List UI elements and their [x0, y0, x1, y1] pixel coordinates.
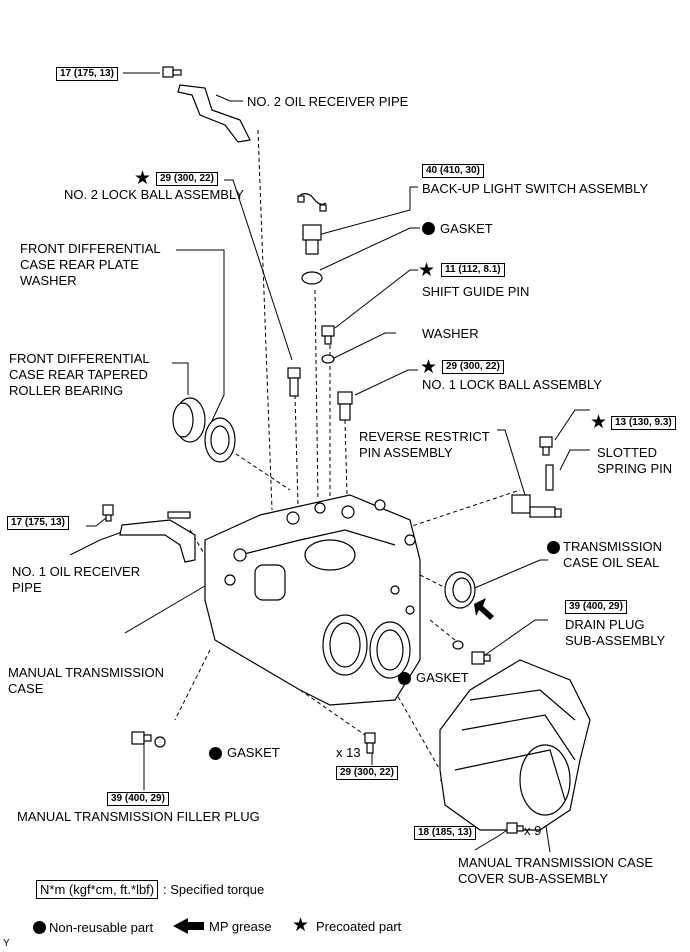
rear-plate-washer-icon [204, 417, 236, 463]
label-front-diff-washer: FRONT DIFFERENTIAL [20, 241, 161, 256]
star-icon: ★ [134, 168, 152, 189]
slotted-pin-bolt-icon [539, 436, 553, 456]
filler-gasket-icon [154, 736, 166, 748]
legend-non-reusable-dot-icon [33, 921, 46, 934]
non-reusable-dot-icon [398, 672, 411, 685]
non-reusable-dot-icon [547, 541, 560, 554]
torque-lock-ball-2: 29 (300, 22) [156, 172, 218, 186]
label-shift-guide-pin: SHIFT GUIDE PIN [422, 284, 530, 299]
label-reverse-restrict-pin: PIN ASSEMBLY [359, 445, 453, 460]
star-icon: ★ [590, 412, 608, 433]
label-no2-oil-receiver-pipe: NO. 2 OIL RECEIVER PIPE [247, 94, 409, 109]
label-case-cover: MANUAL TRANSMISSION CASE [458, 855, 654, 870]
slotted-spring-pin-icon [545, 464, 554, 491]
shift-guide-pin-icon [321, 325, 335, 345]
torque-slotted-pin: 13 (130, 9.3) [611, 416, 676, 430]
label-drain-plug: SUB-ASSEMBLY [565, 633, 666, 648]
label-no1-lock-ball: NO. 1 LOCK BALL ASSEMBLY [422, 377, 602, 392]
label-oil-seal: TRANSMISSION [563, 539, 662, 554]
label-case-cover: COVER SUB-ASSEMBLY [458, 871, 609, 886]
label-backup-light-switch: BACK-UP LIGHT SWITCH ASSEMBLY [422, 181, 649, 196]
label-front-diff-bearing: ROLLER BEARING [9, 383, 124, 398]
legend-torque-box: N*m (kgf*cm, ft.*lbf) [36, 880, 159, 899]
torque-oil-receiver-1: 17 (175, 13) [7, 516, 69, 530]
backup-light-switch-icon [297, 193, 327, 255]
label-front-diff-bearing: CASE REAR TAPERED [9, 367, 148, 382]
oil-receiver-pipe-1-bolt-icon [102, 504, 114, 522]
torque-lock-ball-1: 29 (300, 22) [442, 360, 504, 374]
legend-precoated: Precoated part [316, 919, 402, 934]
drain-plug-icon [471, 651, 491, 665]
non-reusable-dot-icon [209, 747, 222, 760]
label-no1-oil-receiver-pipe: PIPE [12, 580, 42, 595]
transmission-case-icon [204, 494, 421, 706]
cover-bolt-icon [506, 822, 524, 834]
star-icon: ★ [418, 260, 436, 281]
label-qty-9: x 9 [524, 823, 542, 838]
label-manual-case: MANUAL TRANSMISSION [8, 665, 165, 680]
label-slotted-spring-pin: SPRING PIN [597, 461, 673, 476]
star-icon: ★ [420, 357, 438, 378]
leader-lines [69, 72, 590, 853]
torque-case-bolts: 29 (300, 22) [336, 766, 398, 780]
label-gasket-top: GASKET [440, 221, 493, 236]
torque-oil-receiver-2: 17 (175, 13) [56, 67, 118, 81]
torque-shift-guide-pin: 11 (112, 8.1) [441, 263, 505, 277]
label-gasket-drain: GASKET [416, 670, 469, 685]
label-gasket-filler: GASKET [227, 745, 280, 760]
footer-code: Y [3, 938, 10, 949]
no2-oil-receiver-pipe-icon [177, 84, 251, 143]
legend-non-reusable: Non-reusable part [49, 920, 154, 935]
case-bolt-icon [364, 732, 376, 754]
label-reverse-restrict-pin: REVERSE RESTRICT [359, 429, 490, 444]
non-reusable-dot-icon [422, 222, 435, 235]
label-front-diff-washer: WASHER [20, 273, 77, 288]
legend-torque-desc: : Specified torque [163, 882, 265, 897]
roller-bearing-icon [172, 397, 206, 443]
parts [102, 66, 591, 834]
torque-backup-light-switch: 40 (410, 30) [422, 164, 484, 178]
washer-icon [321, 354, 335, 364]
label-qty-13: x 13 [336, 745, 361, 760]
label-no2-lock-ball: NO. 2 LOCK BALL ASSEMBLY [64, 187, 244, 202]
filler-plug-icon [131, 731, 152, 745]
legend-star-icon: ★ [292, 915, 310, 936]
mp-grease-arrow-icon [474, 598, 494, 620]
case-cover-icon [439, 659, 591, 831]
label-manual-case: CASE [8, 681, 44, 696]
reverse-restrict-pin-icon [511, 494, 562, 518]
label-drain-plug: DRAIN PLUG [565, 617, 645, 632]
torque-drain-plug: 39 (400, 29) [565, 600, 627, 614]
gasket-icon [301, 271, 323, 285]
label-no1-oil-receiver-pipe: NO. 1 OIL RECEIVER [12, 564, 141, 579]
legend-mp-grease-arrow-icon [173, 918, 204, 934]
label-filler-plug: MANUAL TRANSMISSION FILLER PLUG [17, 809, 260, 824]
legend-mp-grease: MP grease [209, 919, 272, 934]
no1-lock-ball-icon [337, 391, 353, 421]
oil-receiver-bolt-icon [162, 66, 182, 78]
label-front-diff-washer: CASE REAR PLATE [20, 257, 139, 272]
oil-seal-icon [444, 571, 476, 609]
no1-oil-receiver-pipe-icon [119, 519, 196, 563]
label-front-diff-bearing: FRONT DIFFERENTIAL [9, 351, 150, 366]
no2-lock-ball-icon [287, 367, 301, 397]
label-washer: WASHER [422, 326, 479, 341]
torque-cover-bolts: 18 (185, 13) [414, 826, 476, 840]
torque-filler-plug: 39 (400, 29) [107, 792, 169, 806]
label-oil-seal: CASE OIL SEAL [563, 555, 660, 570]
drain-gasket-icon [452, 640, 464, 650]
label-slotted-spring-pin: SLOTTED [597, 445, 657, 460]
